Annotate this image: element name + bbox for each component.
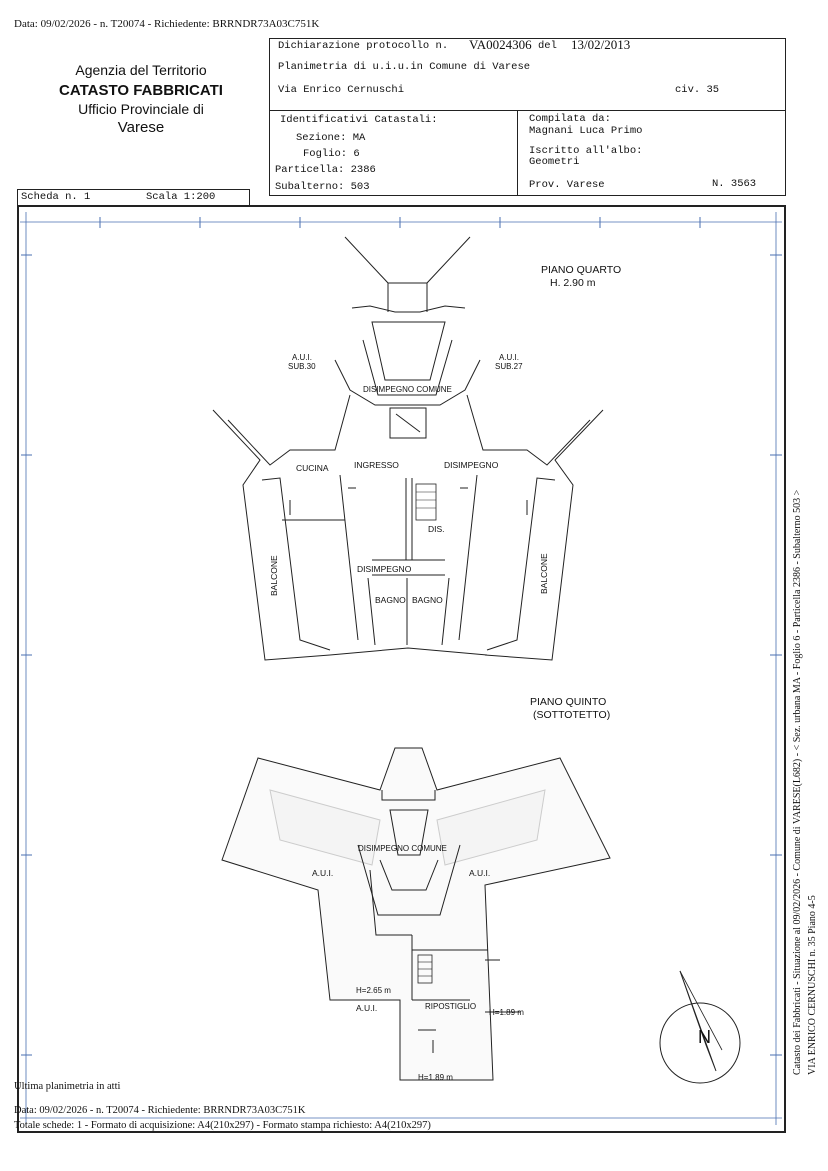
label-aui-left: A.U.I. bbox=[312, 868, 333, 878]
provincia-varese: Varese bbox=[117, 119, 165, 136]
label-sub30: SUB.30 bbox=[288, 362, 316, 371]
piano-quinto-plan bbox=[221, 747, 611, 1081]
albo-value: Geometri bbox=[529, 156, 580, 168]
protocol-date: 13/02/2013 bbox=[571, 37, 631, 52]
label-piano-quinto: PIANO QUINTO bbox=[530, 696, 606, 708]
label-sottotetto: (SOTTOTETTO) bbox=[533, 709, 610, 721]
label-aui-sub27: A.U.I. bbox=[499, 353, 519, 362]
label-bagno-2: BAGNO bbox=[412, 595, 443, 605]
label-dis: DIS. bbox=[428, 524, 445, 534]
label-h-quarto: H. 2.90 m bbox=[550, 277, 596, 289]
header-request-line: Data: 09/02/2026 - n. T20074 - Richieden… bbox=[14, 18, 320, 30]
side-vertical-text: Catasto dei Fabbricati - Situazione al 0… bbox=[792, 489, 818, 1075]
label-disimpegno-2: DISIMPEGNO bbox=[357, 564, 412, 574]
civic-number: civ. 35 bbox=[675, 84, 720, 96]
label-aui-right: A.U.I. bbox=[469, 868, 490, 878]
albo-number: N. 3563 bbox=[712, 178, 757, 190]
label-ripostiglio: RIPOSTIGLIO bbox=[425, 1002, 476, 1011]
compiler-name: Magnani Luca Primo bbox=[529, 125, 643, 137]
label-sub27: SUB.27 bbox=[495, 362, 523, 371]
ufficio-provinciale: Ufficio Provinciale di bbox=[78, 101, 204, 117]
label-h189-a: H=1.89 m bbox=[489, 1008, 524, 1017]
label-balcone-left: BALCONE bbox=[269, 555, 279, 596]
side-text-line1: Catasto dei Fabbricati - Situazione al 0… bbox=[792, 489, 803, 1075]
agency-name: Agenzia del Territorio bbox=[75, 62, 207, 78]
label-h265: H=2.65 m bbox=[356, 986, 391, 995]
scheda-number: Scheda n. 1 bbox=[21, 191, 91, 203]
label-bagno-1: BAGNO bbox=[375, 595, 406, 605]
identifiers-title: Identificativi Catastali: bbox=[280, 114, 438, 126]
compiler-box bbox=[517, 110, 786, 196]
label-cucina: CUCINA bbox=[296, 463, 329, 473]
footer-totale-schede: Totale schede: 1 - Formato di acquisizio… bbox=[14, 1120, 431, 1131]
albo-label: Iscritto all'albo: bbox=[529, 145, 643, 157]
compilata-label: Compilata da: bbox=[529, 113, 611, 125]
label-ingresso: INGRESSO bbox=[354, 460, 399, 470]
drawing-frame bbox=[17, 205, 786, 1133]
footer-data-line: Data: 09/02/2026 - n. T20074 - Richieden… bbox=[14, 1105, 306, 1116]
frame-tick-marks bbox=[20, 212, 782, 1125]
plan-labels: PIANO QUARTO H. 2.90 m A.U.I. SUB.30 A.U… bbox=[269, 264, 711, 1082]
scala: Scala 1:200 bbox=[146, 191, 216, 203]
catasto-fabbricati-title: CATASTO FABBRICATI bbox=[59, 82, 223, 99]
label-balcone-right: BALCONE bbox=[539, 553, 549, 594]
label-aui-bottom: A.U.I. bbox=[356, 1003, 377, 1013]
label-piano-quarto: PIANO QUARTO bbox=[541, 264, 621, 276]
agency-block: Agenzia del Territorio CATASTO FABBRICAT… bbox=[14, 62, 268, 136]
foglio: Foglio: 6 bbox=[303, 148, 360, 160]
north-arrow bbox=[659, 970, 741, 1084]
label-disimpegno: DISIMPEGNO bbox=[444, 460, 499, 470]
planimetria-line: Planimetria di u.i.u.in Comune di Varese bbox=[278, 61, 531, 73]
label-h189-b: H=1.89 m bbox=[418, 1073, 453, 1082]
declaration-label: Dichiarazione protocollo n. bbox=[278, 40, 449, 52]
side-text-line2: VIA ENRICO CERNUSCHI n. 35 Piano 4-5 bbox=[807, 895, 818, 1075]
subalterno: Subalterno: 503 bbox=[275, 181, 370, 193]
del-label: del bbox=[538, 40, 557, 52]
frame-ticks bbox=[21, 217, 782, 1056]
piano-quarto-plan bbox=[212, 236, 604, 661]
label-disimpegno-comune: DISIMPEGNO COMUNE bbox=[363, 385, 452, 394]
sezione: Sezione: MA bbox=[296, 132, 366, 144]
particella: Particella: 2386 bbox=[275, 164, 376, 176]
label-north: N bbox=[698, 1027, 711, 1047]
ultima-planimetria: Ultima planimetria in atti bbox=[14, 1081, 121, 1092]
label-disimpegno-comune-2: DISIMPEGNO COMUNE bbox=[358, 844, 447, 853]
label-aui-sub30: A.U.I. bbox=[292, 353, 312, 362]
provincia: Prov. Varese bbox=[529, 179, 605, 191]
address: Via Enrico Cernuschi bbox=[278, 84, 405, 96]
protocol-number: VA0024306 bbox=[469, 37, 532, 52]
